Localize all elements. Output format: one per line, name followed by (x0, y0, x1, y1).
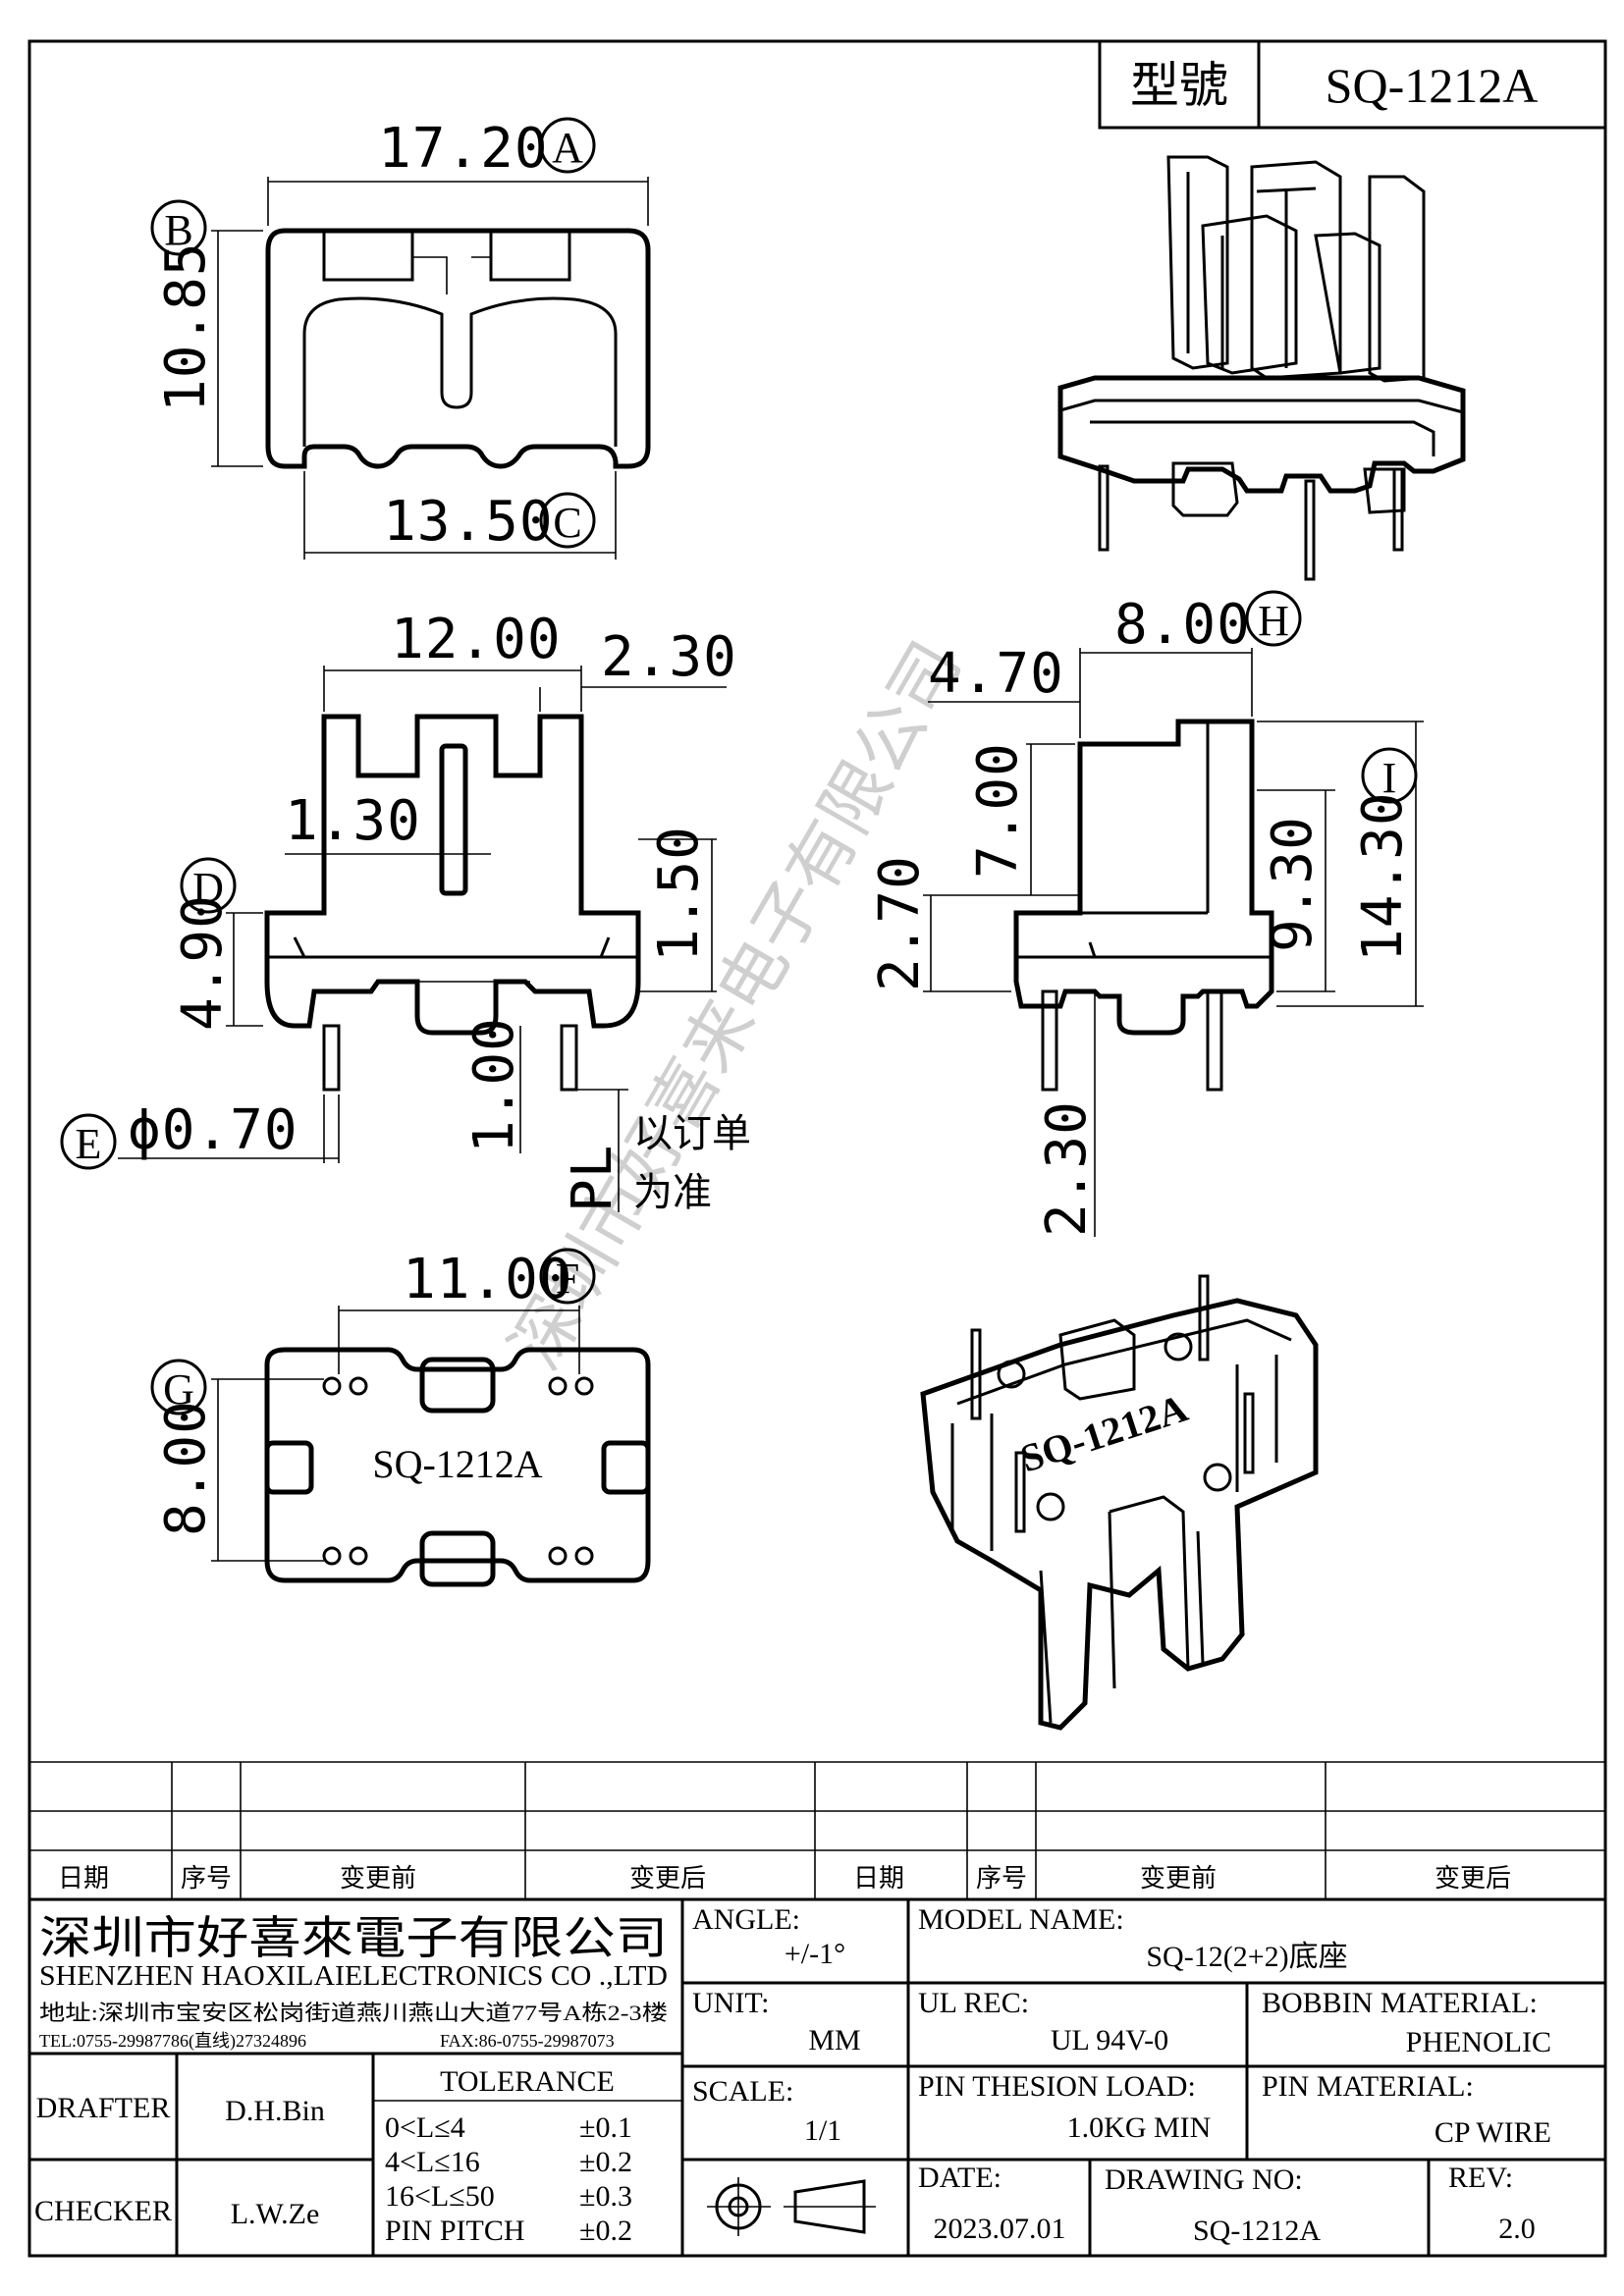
checker-label: CHECKER (34, 2195, 172, 2227)
tol-range-4: PIN PITCH (385, 2215, 525, 2247)
dim-2-70: 2.70 (868, 855, 932, 991)
company-fax: FAX:86-0755-29987073 (440, 2031, 615, 2051)
dim-1-30: 1.30 (285, 789, 421, 853)
dim-pin-dia: ϕ0.70 (128, 1098, 298, 1162)
dim-2-30-pin: 2.30 (1035, 1100, 1099, 1237)
mark-g: G (163, 1365, 194, 1414)
pin-material-value: CP WIRE (1435, 2116, 1551, 2149)
iso-bottom-view: SQ-1212A (920, 1274, 1319, 1731)
title-block: 深圳市好喜來電子有限公司 SHENZHEN HAOXILAIELECTRONIC… (29, 1899, 1605, 2256)
mark-d: D (192, 864, 224, 912)
dim-11-00: 11.00 (403, 1248, 573, 1311)
dim-8-00-bottom: 8.00 (154, 1400, 218, 1536)
dim-17-20: 17.20 (378, 117, 549, 181)
scale-value: 1/1 (804, 2114, 841, 2147)
rev-header-date-2: 日期 (853, 1864, 904, 1894)
front-view: 12.00 2.30 1.30 4.90 D 1.50 1.00 ϕ0.70 E… (60, 608, 751, 1214)
tol-range-2: 4<L≤16 (385, 2146, 480, 2178)
dim-12-00: 12.00 (391, 608, 562, 671)
iso-part-label: SQ-1212A (1015, 1385, 1193, 1480)
projection-symbol (707, 2177, 876, 2236)
unit-label: UNIT: (692, 1987, 770, 2019)
drawing-no-label: DRAWING NO: (1105, 2163, 1303, 2196)
company-tel: TEL:0755-29987786(直线)27324896 (39, 2031, 306, 2052)
rev-header-before-2: 变更前 (1140, 1864, 1217, 1894)
tolerance-title: TOLERANCE (440, 2065, 615, 2098)
pin-load-label: PIN THESION LOAD: (918, 2070, 1196, 2103)
revision-table: 日期 序号 变更前 变更后 日期 序号 变更前 变更后 (29, 1761, 1605, 1901)
mark-c: C (553, 499, 581, 547)
model-name-label: MODEL NAME: (918, 1903, 1124, 1936)
mark-b: B (164, 206, 192, 254)
bottom-part-label: SQ-1212A (372, 1442, 542, 1486)
tol-value-4: ±0.2 (579, 2215, 632, 2247)
dim-10-85: 10.85 (154, 241, 218, 412)
tol-range-3: 16<L≤50 (385, 2180, 495, 2213)
pin-material-label: PIN MATERIAL: (1262, 2070, 1474, 2103)
dim-4-90: 4.90 (171, 894, 235, 1031)
rev-header-after-1: 变更后 (629, 1864, 706, 1894)
pl-note-1: 以订单 (633, 1111, 751, 1155)
checker-value: L.W.Ze (231, 2198, 320, 2230)
pin-load-value: 1.0KG MIN (1067, 2111, 1212, 2144)
dim-14-30: 14.30 (1351, 791, 1415, 962)
mark-i: I (1382, 754, 1397, 802)
mark-f: F (556, 1255, 579, 1303)
top-view: 17.20 A 10.85 B 13.50 C (150, 117, 651, 560)
dim-4-70: 4.70 (928, 642, 1064, 706)
date-value: 2023.07.01 (934, 2213, 1066, 2245)
tol-value-2: ±0.2 (579, 2146, 632, 2178)
rev-header-after-2: 变更后 (1435, 1864, 1511, 1894)
bobbin-material-value: PHENOLIC (1406, 2026, 1551, 2058)
side-view: 8.00 H 4.70 7.00 2.70 9.30 14.30 I 2.30 (868, 590, 1424, 1237)
model-value: SQ-1212A (1326, 58, 1539, 113)
rev-header-date-1: 日期 (58, 1864, 109, 1894)
company-address: 地址:深圳市宝安区松岗街道燕川燕山大道77号A栋2-3楼 (39, 2001, 668, 2025)
scale-label: SCALE: (692, 2075, 793, 2108)
dim-8-00-side: 8.00 (1114, 593, 1251, 657)
bobbin-material-label: BOBBIN MATERIAL: (1262, 1987, 1538, 2019)
mark-e: E (76, 1120, 102, 1168)
unit-value: MM (808, 2024, 860, 2056)
sheet-border (27, 39, 1607, 2258)
dim-2-30-tab: 2.30 (601, 625, 737, 689)
drawing-no-value: SQ-1212A (1193, 2215, 1321, 2247)
rev-value: 2.0 (1498, 2213, 1536, 2245)
dim-7-00: 7.00 (966, 742, 1030, 879)
iso-top-view (1057, 155, 1466, 581)
date-label: DATE: (918, 2162, 1001, 2194)
drafter-value: D.H.Bin (225, 2095, 325, 2127)
drafter-label: DRAFTER (36, 2092, 171, 2124)
bottom-view: SQ-1212A 11.00 F 8.00 G (150, 1248, 651, 1587)
mark-h: H (1258, 597, 1289, 645)
angle-label: ANGLE: (692, 1903, 800, 1936)
tol-value-1: ±0.1 (579, 2111, 632, 2144)
tol-range-1: 0<L≤4 (385, 2111, 465, 2144)
angle-value: +/-1° (785, 1938, 845, 1970)
rev-header-no-2: 序号 (976, 1864, 1027, 1894)
rev-header-no-1: 序号 (181, 1864, 232, 1894)
pl-note-2: 为准 (633, 1170, 712, 1214)
ul-rec-value: UL 94V-0 (1051, 2024, 1168, 2056)
dim-9-30: 9.30 (1261, 816, 1325, 952)
dim-1-50: 1.50 (647, 826, 711, 962)
pl-label: PL (561, 1145, 624, 1212)
dim-1-00: 1.00 (462, 1017, 526, 1153)
model-header-box: 型號 SQ-1212A (1098, 39, 1607, 130)
company-name-en: SHENZHEN HAOXILAIELECTRONICS CO .,LTD (39, 1961, 668, 1992)
mark-a: A (552, 124, 583, 172)
dim-13-50: 13.50 (383, 490, 554, 554)
company-name-cn: 深圳市好喜來電子有限公司 (39, 1913, 668, 1963)
tol-value-3: ±0.3 (579, 2180, 632, 2213)
rev-header-before-1: 变更前 (340, 1864, 416, 1894)
ul-rec-label: UL REC: (918, 1987, 1029, 2019)
model-label: 型號 (1130, 58, 1228, 113)
rev-label: REV: (1448, 2162, 1513, 2194)
model-name-value: SQ-12(2+2)底座 (1146, 1941, 1347, 1973)
